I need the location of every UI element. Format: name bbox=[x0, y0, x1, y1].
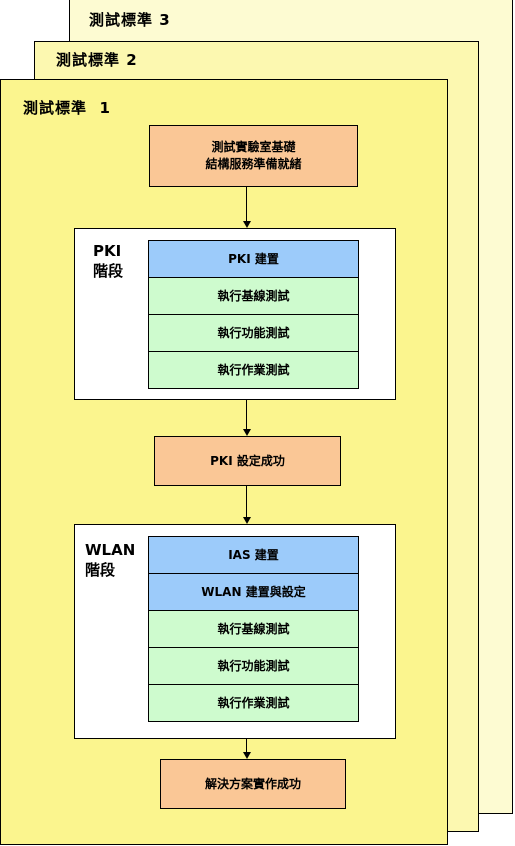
connector-start-to-pki bbox=[246, 187, 247, 221]
pki-step-baseline-test: 執行基線測試 bbox=[148, 277, 359, 315]
pki-phase-label: PKI 階段 bbox=[93, 242, 124, 280]
wlan-phase-label: WLAN 階段 bbox=[85, 541, 136, 579]
solution-implementation-success-box: 解決方案實作成功 bbox=[160, 759, 346, 809]
arrow-success-to-wlan bbox=[243, 517, 251, 524]
lab-infrastructure-ready-box: 測試實驗室基礎 結構服務準備就緒 bbox=[149, 125, 358, 187]
pki-setup-success-box: PKI 設定成功 bbox=[154, 436, 341, 486]
wlan-step-operation-test: 執行作業測試 bbox=[148, 684, 359, 722]
test-standard-2-title: 測試標準 2 bbox=[56, 51, 138, 69]
connector-pki-to-success bbox=[246, 400, 247, 429]
wlan-step-function-test: 執行功能測試 bbox=[148, 647, 359, 685]
arrow-pki-to-success bbox=[243, 429, 251, 436]
test-standard-3-title: 測試標準 3 bbox=[89, 11, 171, 29]
wlan-step-baseline-test: 執行基線測試 bbox=[148, 610, 359, 648]
pki-step-function-test: 執行功能測試 bbox=[148, 314, 359, 352]
wlan-step-wlan-build-config: WLAN 建置與設定 bbox=[148, 573, 359, 611]
wlan-step-ias-build: IAS 建置 bbox=[148, 536, 359, 574]
test-standard-1-title: 測試標準 1 bbox=[23, 99, 111, 117]
pki-step-pki-build: PKI 建置 bbox=[148, 240, 359, 278]
connector-wlan-to-end bbox=[246, 739, 247, 752]
pki-step-operation-test: 執行作業測試 bbox=[148, 351, 359, 389]
arrow-start-to-pki bbox=[243, 221, 251, 228]
connector-success-to-wlan bbox=[246, 486, 247, 517]
arrow-wlan-to-end bbox=[243, 752, 251, 759]
